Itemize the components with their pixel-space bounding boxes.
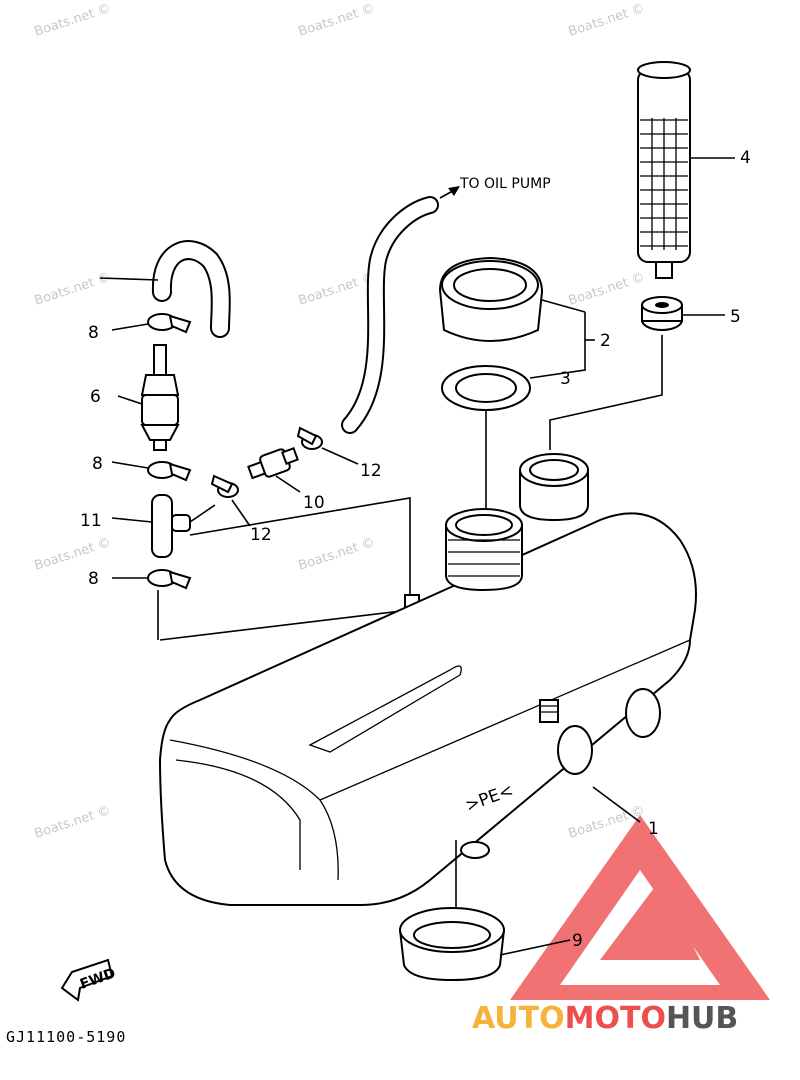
part-label-4: 4 [740, 148, 751, 168]
diagram-code: GJ11100-5190 [6, 1028, 126, 1046]
brand-part-3: HUB [666, 1001, 738, 1036]
tjoint-part-11 [111, 494, 411, 641]
watermark: Boats.net © [567, 270, 647, 309]
watermark: Boats.net © [297, 1, 377, 40]
part-label-2: 2 [600, 331, 611, 351]
clamp-part-8-b [111, 461, 192, 482]
nipple-part-10 [247, 447, 301, 493]
clamp-part-12-a [296, 426, 359, 465]
part-label-12a: 12 [360, 461, 382, 481]
part-label-1: 1 [648, 819, 659, 839]
watermark: Boats.net © [33, 803, 113, 842]
bottom-cap-part-9 [399, 840, 571, 982]
grommet-part-5 [549, 296, 725, 450]
fwd-arrow-icon: FWD [60, 958, 118, 1002]
brand-part-1: AUTO [472, 1001, 565, 1036]
clamp-part-8-c [112, 569, 192, 590]
watermark: Boats.net © [33, 535, 113, 574]
watermark: Boats.net © [567, 1, 647, 40]
oil-tank-part-1: >PE< [158, 453, 697, 906]
watermark: Boats.net © [33, 1, 113, 40]
part-label-10: 10 [303, 493, 325, 513]
cap-part-2 [438, 256, 595, 379]
brand-wordmark: AUTOMOTOHUB [472, 1001, 738, 1036]
gasket-part-3 [441, 365, 531, 520]
part-label-8c: 8 [88, 569, 99, 589]
part-label-8a: 8 [88, 323, 99, 343]
to-oil-pump-annotation: TO OIL PUMP [459, 176, 551, 192]
filter-part-6 [117, 344, 180, 451]
clamp-part-8-a [111, 313, 192, 334]
brand-logo [510, 815, 770, 1000]
hose-part-7 [99, 240, 231, 338]
part-label-3: 3 [560, 369, 571, 389]
watermark: Boats.net © [297, 535, 377, 574]
hose-to-oil-pump [341, 186, 460, 434]
part-label-11: 11 [80, 511, 102, 531]
watermark: Boats.net © [297, 270, 377, 309]
strainer-part-4 [637, 61, 735, 279]
brand-part-2: MOTO [565, 1001, 666, 1036]
part-label-9: 9 [572, 931, 583, 951]
clamp-part-12-b [210, 474, 251, 527]
part-label-8b: 8 [92, 454, 103, 474]
part-labels: 1 2 3 4 5 6 8 8 8 9 10 11 12 12 [80, 148, 751, 951]
watermark: Boats.net © [33, 270, 113, 309]
part-label-5: 5 [730, 307, 741, 327]
part-label-6: 6 [90, 387, 101, 407]
part-label-12b: 12 [250, 525, 272, 545]
